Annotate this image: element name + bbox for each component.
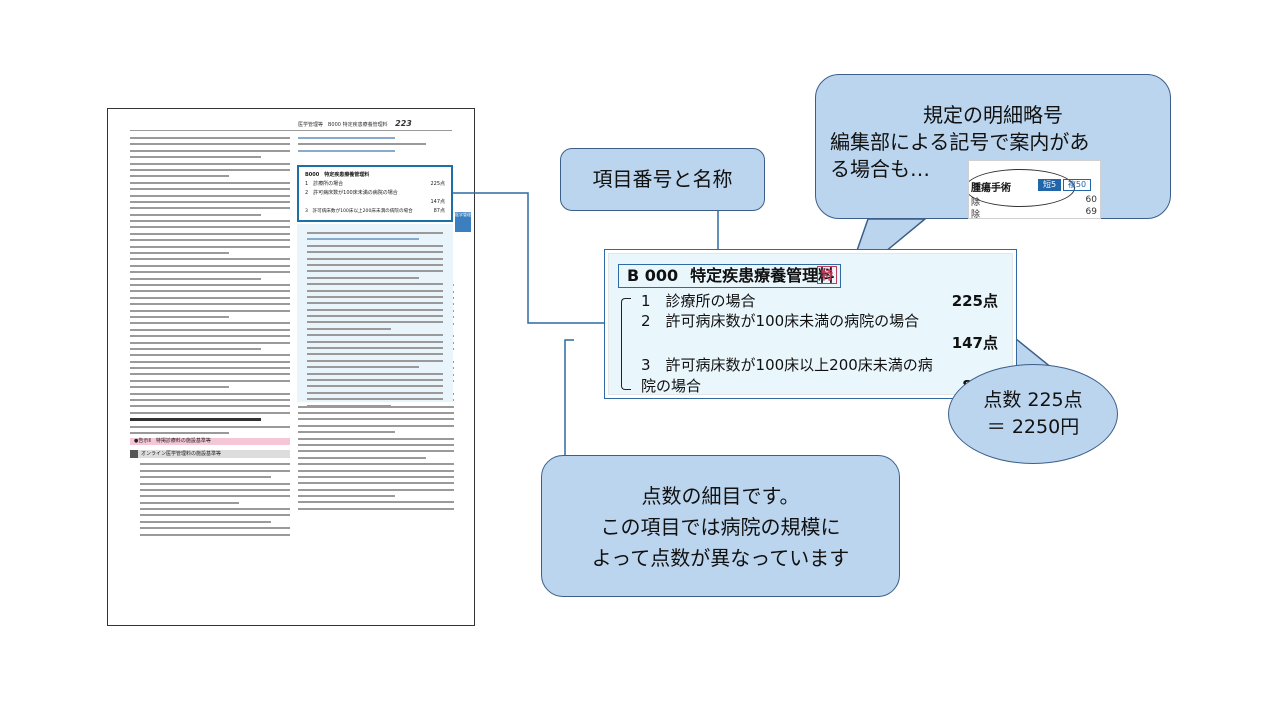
snippet-title: 腫瘍手術 — [971, 183, 1011, 194]
item-name-callout-text: 項目番号と名称 — [592, 167, 733, 191]
snippet-row-1: 除 — [971, 198, 981, 208]
page-header-text: 医学管理等 B000 特定疾患療養管理料 — [298, 122, 388, 128]
snippet-row-2: 除 — [971, 210, 981, 219]
special-badge: 特 — [817, 266, 837, 284]
abbrev-line-1: 規定の明細略号 — [923, 103, 1063, 127]
points-line-1: 点数 225点 — [983, 389, 1083, 411]
section-heading: ●告示Ⅱ 特掲診療料の施設基準等 — [134, 438, 211, 445]
subitems-pointer — [564, 339, 574, 455]
subitems-line-3: よって点数が異なっています — [591, 546, 850, 570]
zoomed-entry-title: B 000 特定疾患療養管理料 — [618, 264, 842, 288]
item-3-label-line2: 院の場合 — [641, 377, 702, 395]
subitems-callout: 点数の細目です。 この項目では病院の規模に よって点数が異なっています — [541, 455, 900, 597]
thumbnail-notes-shaded — [297, 224, 453, 407]
online-heading-bar: オンライン医学管理料の施設基準等 — [130, 450, 290, 459]
item-2-label: 2 許可病床数が100床未満の病院の場合 — [641, 312, 920, 330]
subitems-line-2: この項目では病院の規模に — [600, 515, 841, 539]
page-header: 医学管理等 B000 特定疾患療養管理料 223 — [298, 119, 412, 128]
thumb-entry-title: B000 特定疾患療養管理料 — [305, 172, 370, 178]
abbrev-line-2: 編集部による記号で案内があ — [830, 130, 1090, 154]
side-tab: 医学管理 — [455, 212, 471, 232]
thumbnail-entry-highlight: B000 特定疾患療養管理料 1 診療所の場合 225点 2 許可病床数が100… — [297, 165, 453, 222]
subitem-bracket — [621, 298, 631, 390]
abbreviation-example-snippet: 腫瘍手術 短5 複50 除 除 60 69 — [968, 160, 1101, 219]
abbrev-line-3: る場合も… — [830, 157, 930, 181]
zoomed-entry-panel: B 000 特定疾患療養管理料 特 1 診療所の場合 225点 2 許可病床数が1… — [604, 249, 1017, 399]
entry-code: B 000 — [627, 266, 679, 285]
item-2-points: 147点 — [951, 334, 998, 352]
snippet-val-2: 69 — [1085, 207, 1097, 217]
thumb-entry-item-1: 1 診療所の場合 225点 — [305, 181, 445, 187]
snippet-badge-multi: 複50 — [1063, 179, 1091, 191]
left-text-column: ●告示Ⅱ 特掲診療料の施設基準等 オンライン医学管理料の施設基準等 — [130, 137, 290, 595]
item-name-callout: 項目番号と名称 — [560, 148, 765, 211]
snippet-val-1: 60 — [1085, 195, 1097, 205]
item-3-label-line1: 3 許可病床数が100床以上200床未満の病 — [641, 356, 933, 374]
points-callout: 点数 225点 ＝ 2250円 — [948, 364, 1118, 464]
header-rule — [130, 130, 452, 131]
section-heading-bar: ●告示Ⅱ 特掲診療料の施設基準等 — [130, 438, 290, 446]
thumb-entry-item-3: 3 許可病床数が100床以上200床未満の病院の場合 87点 — [305, 208, 445, 214]
entry-name: 特定疾患療養管理料 — [690, 266, 835, 285]
highlight-ellipse — [969, 169, 1075, 207]
snippet-badge-short: 短5 — [1038, 179, 1061, 191]
thumb-entry-item-2: 2 許可病床数が100床未満の病院の場合 — [305, 190, 398, 196]
item-1-label: 1 診療所の場合 — [641, 292, 756, 310]
item-1-points: 225点 — [951, 292, 998, 310]
zoomed-entry-body: B 000 特定疾患療養管理料 特 1 診療所の場合 225点 2 許可病床数が1… — [608, 253, 1013, 395]
page-number: 223 — [395, 119, 412, 128]
subitems-line-1: 点数の細目です。 — [641, 484, 800, 508]
points-line-2: ＝ 2250円 — [986, 416, 1080, 438]
thumb-entry-item-2-points: 147点 — [430, 199, 445, 205]
online-heading: オンライン医学管理料の施設基準等 — [141, 451, 222, 458]
thumb-to-zoom-connector — [453, 192, 626, 324]
